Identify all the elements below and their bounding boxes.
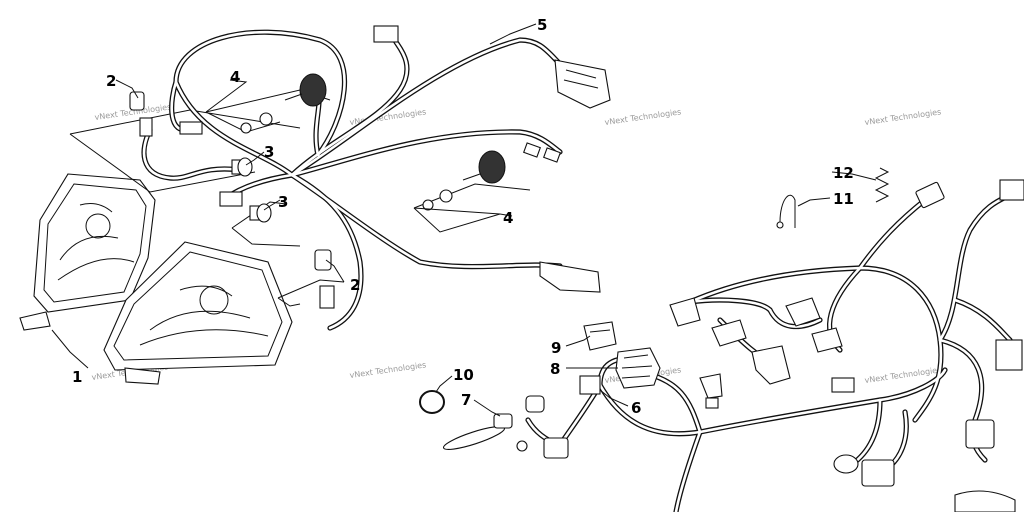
connector-o: [525, 395, 545, 413]
watermark: vNext Technologies: [864, 107, 942, 127]
connector-e: [811, 327, 843, 353]
spring: [874, 167, 890, 203]
connector-k: [833, 454, 859, 474]
connector-f: [915, 181, 945, 209]
adjuster-knob-upper: [240, 73, 327, 134]
callout-10: 10: [453, 366, 474, 384]
callout-1: 1: [72, 368, 82, 386]
connector-g: [999, 179, 1024, 201]
callout-4a: 4: [230, 68, 240, 86]
callout-8: 8: [550, 360, 560, 378]
fuse-cover: [583, 321, 617, 351]
bulb-upper: [231, 157, 253, 177]
connector-top: [373, 25, 399, 43]
callout-3b: 3: [278, 193, 288, 211]
wire-clip: [776, 194, 796, 229]
watermark: vNext Technologies: [349, 360, 427, 380]
connector-c: [751, 345, 791, 385]
headlight-assembly-right: [103, 241, 293, 385]
callout-4b: 4: [503, 209, 513, 227]
relay-block: [615, 347, 661, 389]
watermark: vNext Technologies: [604, 107, 682, 127]
connector-h: [995, 339, 1023, 371]
callout-12: 12: [833, 164, 854, 182]
main-harness: [516, 179, 1024, 512]
callout-6: 6: [631, 399, 641, 417]
callout-leaders: [51, 23, 877, 417]
connector-j: [861, 459, 895, 487]
connector-n: [579, 375, 601, 395]
callout-7: 7: [461, 391, 471, 409]
callout-11: 11: [833, 190, 854, 208]
clamp-ring: [419, 390, 445, 414]
connector-i: [965, 419, 995, 449]
callout-3a: 3: [264, 143, 274, 161]
connector-m: [543, 437, 569, 459]
callout-labels: 1 2 2 3 3 4 4 5 6 7 8 9 10 11 12: [72, 16, 854, 417]
connector-d: [785, 297, 821, 327]
connector-a: [669, 297, 701, 327]
headlight-assembly-left: [19, 173, 156, 331]
callout-5: 5: [537, 16, 547, 34]
connector-l: [831, 377, 855, 393]
tie-strap: [442, 413, 513, 450]
connector-b: [711, 319, 747, 347]
ground-terminal-a: [699, 373, 723, 399]
connector-lower-harness: [539, 261, 601, 293]
callout-2a: 2: [106, 72, 116, 90]
bulb-lower: [249, 203, 272, 223]
headlight-harness: [129, 25, 611, 331]
callout-9: 9: [551, 339, 561, 357]
adjuster-knob-lower: [422, 150, 506, 211]
callout-2b: 2: [350, 276, 360, 294]
